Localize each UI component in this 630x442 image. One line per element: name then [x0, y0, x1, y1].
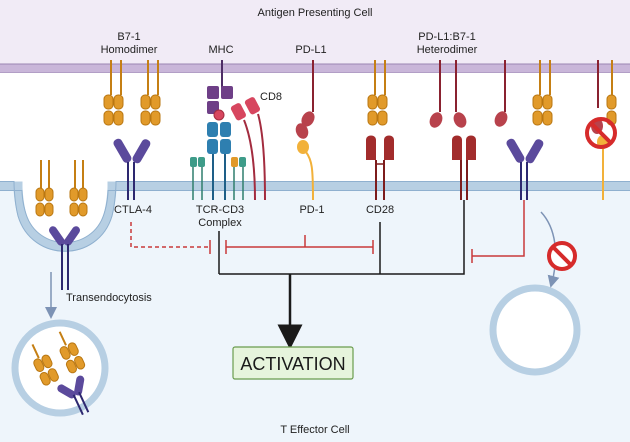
teff-label: T Effector Cell — [280, 424, 349, 436]
tcr-label-1: TCR-CD3 — [196, 204, 244, 216]
heterodimer-label-1: PD-L1:B7-1 — [418, 31, 475, 43]
cd28-label: CD28 — [366, 204, 394, 216]
blocked-pd-1-binding — [585, 60, 617, 200]
b7-homodimer-label-2: Homodimer — [101, 44, 158, 56]
ctla-4-receptor — [113, 138, 151, 200]
apc-label: Antigen Presenting Cell — [258, 7, 373, 19]
transendocytosis-label: Transendocytosis — [66, 292, 152, 304]
tcr-label-2: Complex — [198, 217, 242, 229]
pd1-label: PD-1 — [299, 204, 324, 216]
cd8-coreceptor — [230, 97, 266, 201]
pdl1-label: PD-L1 — [295, 44, 326, 56]
tcell-membrane — [0, 181, 630, 252]
cd28-receptor — [366, 135, 394, 200]
heterodimer-label-2: Heterodimer — [417, 44, 478, 56]
apc-region — [0, 0, 630, 66]
pd-1-receptor — [297, 140, 314, 201]
cd8-label: CD8 — [260, 91, 282, 103]
empty-vesicle — [489, 284, 581, 376]
heterodimer-with-ctla-4 — [494, 60, 553, 200]
b7-1-homodimer — [103, 60, 161, 126]
pd-l1-ligand — [295, 60, 315, 139]
b7-homodimer-label-1: B7-1 — [117, 31, 140, 43]
no-endocytosis-icon — [547, 241, 577, 271]
mhc-molecule — [207, 60, 233, 121]
heterodimer-signal-line — [380, 200, 465, 275]
ctla4-label: CTLA-4 — [114, 204, 152, 216]
b7-1-for-cd28 — [367, 60, 388, 126]
pd1-inhibition-line — [225, 235, 374, 254]
pd-l1-b7-1-heterodimer — [429, 60, 476, 200]
activation-box — [232, 346, 354, 380]
activation-label: ACTIVATION — [240, 354, 345, 374]
right-ctla4-inhibition-line — [471, 200, 525, 263]
mhc-label: MHC — [208, 44, 233, 56]
ctla4-inhibition-line — [130, 222, 211, 254]
tcr-cd3-complex — [190, 122, 246, 200]
apc-membrane — [0, 64, 630, 73]
endocytosing-b7-ctla4 — [35, 160, 88, 290]
endosome-vesicle — [11, 319, 109, 417]
no-entry-icon — [585, 117, 617, 149]
